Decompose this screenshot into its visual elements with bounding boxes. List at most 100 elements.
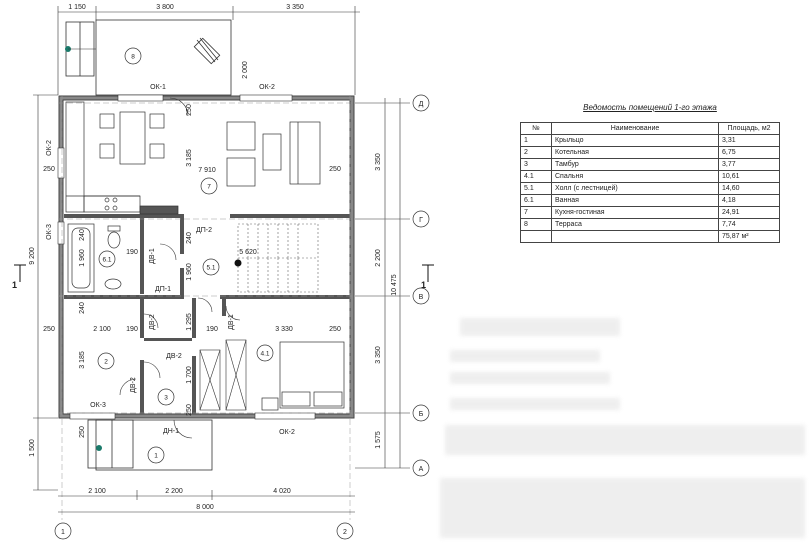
right-dim-4: 1 575: [375, 431, 382, 449]
room-tag-7: [200, 177, 218, 195]
terrace-outline: [65, 19, 232, 96]
inner-dim-250b: 250: [329, 166, 341, 173]
table-total-row: 75,87 м²: [520, 230, 780, 243]
label-dp2: ДП-2: [196, 227, 212, 234]
axis-d: Д: [419, 101, 424, 108]
room-tag-3: [157, 388, 175, 406]
room-tag-8-text: 8: [131, 54, 135, 61]
row-num: 7: [520, 206, 552, 219]
inner-dim-1960a: 1 960: [79, 249, 86, 267]
header-name: Наименование: [551, 122, 719, 135]
bed-icon: [261, 341, 345, 411]
left-dim-bottom: 1 500: [29, 439, 36, 457]
sofa-icon: [226, 121, 321, 187]
row-name: Холл (с лестницей): [551, 182, 719, 195]
label-ok1: ОК-1: [150, 84, 166, 91]
illegible-notes-block: [450, 372, 610, 384]
bottom-dim-2: 2 200: [165, 488, 183, 495]
row-area: 10,61: [718, 170, 780, 183]
row-area: 14,60: [718, 182, 780, 195]
stair-start-marker: [234, 259, 242, 267]
inner-dim-190c: 190: [206, 326, 218, 333]
room-tag-1: [147, 446, 165, 464]
room-tag-4-1-text: 4.1: [260, 351, 269, 358]
illegible-notes-block: [460, 318, 620, 336]
windows: [57, 94, 316, 420]
row-name: Ванная: [551, 194, 719, 207]
row-num: 6.1: [520, 194, 552, 207]
staircase: [237, 223, 319, 293]
label-ok3-left: ОК-3: [46, 224, 53, 240]
label-dv2-c: ДВ-2: [130, 377, 137, 393]
header-num: №: [520, 122, 552, 135]
inner-dim-1960b: 1 960: [186, 263, 193, 281]
label-ok3-bottom: ОК-3: [90, 402, 106, 409]
row-area: 7,74: [718, 218, 780, 231]
wardrobe-icon: [199, 339, 247, 411]
top-dim-2: 3 800: [156, 4, 174, 11]
top-dim-3: 3 350: [286, 4, 304, 11]
row-name: Терраса: [551, 218, 719, 231]
illegible-notes-block: [445, 425, 805, 455]
row-num: 2: [520, 146, 552, 159]
row-area: 4,18: [718, 194, 780, 207]
label-dv1-a: ДВ-1: [149, 248, 156, 264]
row-num: 5.1: [520, 182, 552, 195]
label-dn1: ДН-1: [163, 428, 179, 435]
axis-b: Б: [419, 411, 424, 418]
room-schedule: Ведомость помещений 1-го этажа № Наимено…: [520, 103, 780, 243]
porch-marker-icon: [96, 445, 102, 451]
label-ok2-left: ОК-2: [46, 140, 53, 156]
left-dim-total: 9 200: [29, 247, 36, 265]
inner-dim-1700: 1 700: [186, 366, 193, 384]
label-ok2-bottom: ОК-2: [279, 429, 295, 436]
row-name: Тамбур: [551, 158, 719, 171]
bathtub-icon: [67, 223, 95, 293]
room-tag-8: [124, 47, 142, 65]
inner-dim-7910: 7 910: [198, 167, 216, 174]
room-tag-6-1-text: 6.1: [102, 257, 111, 264]
row-area: 6,75: [718, 146, 780, 159]
inner-dim-240a: 240: [79, 229, 86, 241]
room-tag-5-1: [202, 258, 220, 276]
inner-dim-250c: 250: [186, 104, 193, 116]
row-name: Крыльцо: [551, 134, 719, 147]
toilet-icon: [104, 225, 122, 290]
right-dimension-lines: [355, 98, 410, 469]
inner-dim-1295: 1 295: [186, 313, 193, 331]
inner-dim-250e: 250: [43, 326, 55, 333]
room-tag-1-text: 1: [154, 453, 158, 460]
right-dim-1: 3 350: [375, 153, 382, 171]
row-name: Котельная: [551, 146, 719, 159]
door-swings: [119, 97, 241, 439]
garden-chair-icon: [193, 37, 221, 65]
porch-outline: [87, 419, 213, 471]
label-dv2-a: ДВ-2: [149, 314, 156, 330]
bottom-dimension-lines: [58, 490, 355, 513]
dining-table-icon: [99, 111, 165, 165]
inner-dim-250f: 250: [79, 426, 86, 438]
axis-g: Г: [419, 217, 423, 224]
room-tag-4-1: [256, 344, 274, 362]
section-marker-left-label: 1: [12, 280, 17, 290]
inner-dim-250a: 250: [43, 166, 55, 173]
kitchen-counter: [65, 101, 179, 215]
section-marker-left: [14, 264, 26, 282]
right-dim-3: 3 350: [375, 346, 382, 364]
label-dp1: ДП-1: [155, 286, 171, 293]
schedule-title: Ведомость помещений 1-го этажа: [583, 103, 717, 112]
room-tag-6-1: [98, 250, 116, 268]
illegible-notes-block: [450, 398, 620, 410]
inner-dim-3330: 3 330: [275, 326, 293, 333]
illegible-notes-block: [450, 350, 600, 362]
label-dv1-b: ДВ-1: [228, 314, 235, 330]
inner-dim-250g: 250: [186, 404, 193, 416]
